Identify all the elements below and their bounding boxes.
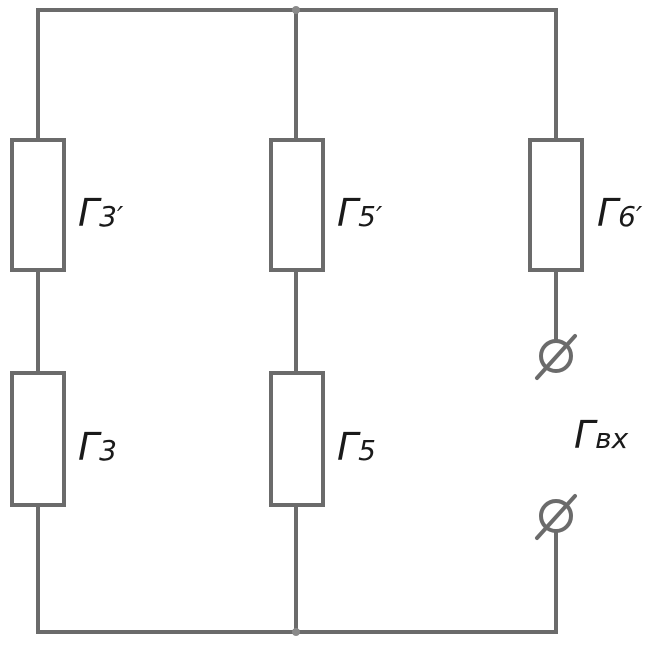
element-g5-prime [269,138,325,272]
label-g3: Γ3 [78,425,117,469]
element-g6-prime [528,138,584,272]
junction-bottom [292,628,300,636]
element-g5 [269,371,325,507]
element-g3 [10,371,66,507]
label-g6-prime: Γ6′ [597,191,643,235]
label-g3-prime: Γ3′ [78,191,124,235]
input-terminal-bottom [535,494,577,540]
element-g3-prime [10,138,66,272]
label-g5-prime: Γ5′ [337,191,383,235]
junction-top [292,6,300,14]
label-g5: Γ5 [337,425,376,469]
input-terminal-top [535,334,577,380]
label-g-input: Γвх [574,413,629,457]
